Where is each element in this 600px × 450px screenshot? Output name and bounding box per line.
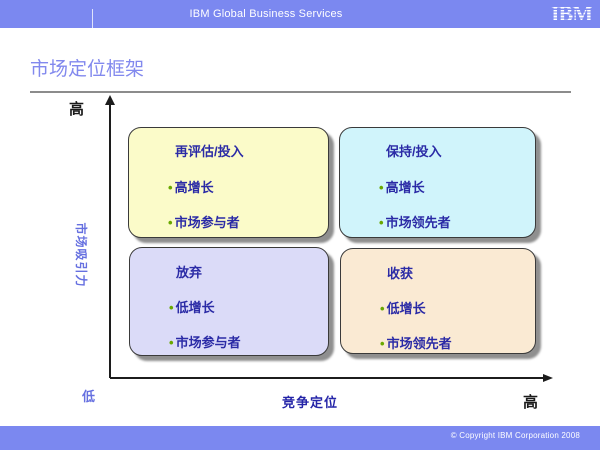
bullet-label: 低增长 [386, 301, 426, 316]
bullet-dot-icon: • [168, 180, 173, 195]
footer-bar: © Copyright IBM Corporation 2008 [0, 426, 600, 450]
bullet-dot-icon: • [168, 215, 173, 230]
bullet-dot-icon: • [169, 335, 174, 350]
top-bar-divider [92, 9, 93, 28]
bullet-label: 市场领先者 [386, 336, 452, 351]
title-divider [30, 91, 571, 93]
bullet-item: •低增长 [380, 298, 426, 317]
y-axis-arrow-icon [105, 95, 115, 105]
bullet-dot-icon: • [380, 336, 385, 351]
quadrant-harvest: 收获 •低增长 •市场领先者 [340, 248, 536, 354]
bullet-dot-icon: • [379, 180, 384, 195]
bullet-dot-icon: • [169, 300, 174, 315]
y-axis-line [109, 104, 111, 378]
x-axis-title: 竞争定位 [281, 395, 338, 410]
bullet-dot-icon: • [380, 301, 385, 316]
quadrant-title: 收获 [387, 266, 414, 281]
bullet-item: •市场领先者 [380, 333, 452, 352]
bullet-label: 高增长 [174, 180, 214, 195]
bullet-label: 低增长 [175, 300, 215, 315]
page-title: 市场定位框架 [30, 59, 145, 80]
quadrant-title: 保持/投入 [386, 144, 442, 159]
ibm-logo-stripes [550, 4, 592, 24]
bullet-label: 高增长 [385, 180, 425, 195]
quadrant-reevaluate-invest: 再评估/投入 •高增长 •市场参与者 [128, 127, 329, 238]
x-axis-line [110, 377, 544, 379]
ibm-logo-icon: IBM [550, 4, 592, 24]
top-bar: IBM Global Business Services IBM [0, 0, 600, 28]
x-axis-arrow-icon [543, 374, 553, 382]
bullet-label: 市场领先者 [385, 215, 451, 230]
y-axis-title: 市场吸引力 [74, 222, 88, 288]
bullet-item: •高增长 [379, 177, 425, 196]
bullet-item: •市场领先者 [379, 212, 451, 231]
quadrant-abandon: 放弃 •低增长 •市场参与者 [129, 247, 329, 356]
bullet-label: 市场参与者 [175, 335, 241, 350]
y-axis-top-label: 高 [69, 101, 85, 118]
bullet-label: 市场参与者 [174, 215, 240, 230]
top-bar-title: IBM Global Business Services [189, 8, 343, 20]
bullet-item: •市场参与者 [168, 212, 240, 231]
bullet-dot-icon: • [379, 215, 384, 230]
y-axis-bottom-label: 低 [82, 389, 96, 404]
quadrant-hold-invest: 保持/投入 •高增长 •市场领先者 [339, 127, 536, 238]
x-axis-right-label: 高 [523, 394, 539, 411]
bullet-item: •市场参与者 [169, 332, 241, 351]
quadrant-title: 再评估/投入 [175, 144, 244, 159]
copyright-text: © Copyright IBM Corporation 2008 [450, 431, 580, 440]
bullet-item: •低增长 [169, 297, 215, 316]
quadrant-title: 放弃 [176, 265, 203, 280]
bullet-item: •高增长 [168, 177, 214, 196]
